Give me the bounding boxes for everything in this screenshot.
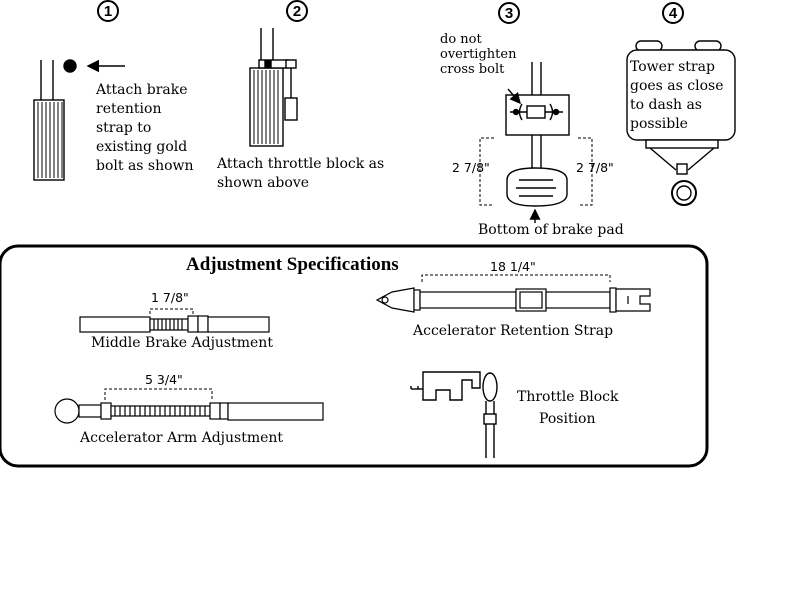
step3-caption: Bottom of brake pad [478, 222, 624, 238]
throttle-block-line: Throttle Block [517, 389, 619, 405]
step2-line: Attach throttle block as [217, 156, 385, 172]
throttle-block-line: Position [539, 411, 596, 427]
step4-line: goes as close [630, 78, 724, 94]
retention-strap-dim: 18 1/4" [490, 259, 536, 274]
step4-line: possible [630, 116, 688, 132]
step-3-number: 3 [498, 2, 520, 24]
accel-arm-dim: 5 3/4" [145, 372, 183, 387]
step3-dim-right: 2 7/8" [576, 160, 614, 175]
step3-dim-left: 2 7/8" [452, 160, 490, 175]
step2-illustration [249, 28, 298, 147]
step3-illustration [479, 62, 593, 223]
adjustment-title: Adjustment Specifications [186, 254, 399, 275]
middle-brake-dim: 1 7/8" [151, 290, 189, 305]
step1-line: retention [96, 101, 162, 117]
step4-line: to dash as [630, 97, 702, 113]
step1-line: bolt as shown [96, 158, 194, 174]
step1-line: Attach brake [96, 82, 188, 98]
accel-arm-illustration [54, 388, 324, 424]
step-4-number: 4 [662, 2, 684, 24]
middle-brake-illustration [79, 308, 270, 333]
step-1-number: 1 [97, 0, 119, 22]
accel-arm-label: Accelerator Arm Adjustment [80, 430, 284, 446]
step1-line: strap to [96, 120, 152, 136]
step1-line: existing gold [96, 139, 188, 155]
step1-illustration [33, 59, 125, 181]
retention-strap-label: Accelerator Retention Strap [413, 323, 614, 339]
retention-strap-illustration [375, 274, 651, 313]
step3-note-line: cross bolt [440, 62, 505, 77]
step4-line: Tower strap [630, 59, 715, 75]
middle-brake-label: Middle Brake Adjustment [91, 335, 273, 351]
step3-note-line: do not [440, 32, 482, 47]
step3-note-line: overtighten [440, 47, 517, 62]
step2-line: shown above [217, 175, 310, 191]
gold-bolt-icon [63, 59, 77, 73]
throttle-block-illustration [410, 371, 498, 458]
step-2-number: 2 [286, 0, 308, 22]
adjustment-panel-frame [0, 244, 709, 468]
step4-illustration [626, 40, 736, 206]
